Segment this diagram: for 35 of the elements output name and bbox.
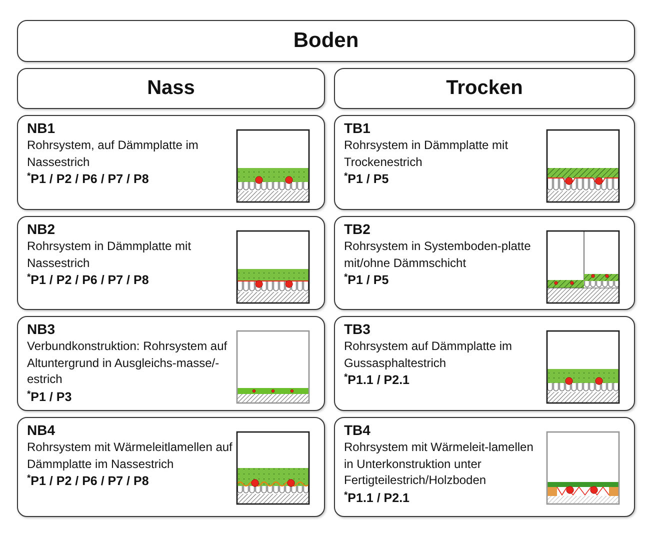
card-title: NB3 [27, 320, 56, 338]
system-card [334, 417, 635, 517]
system-card [334, 316, 635, 411]
card-title: NB1 [27, 119, 56, 137]
code-list: $^{*}$P1.1 / P2.1 [344, 372, 546, 389]
title-box: Boden [17, 20, 635, 62]
column-header-box: Nass [17, 68, 325, 109]
code-list: $^{*}$P1 / P2 / P6 / P7 / P8 [27, 473, 233, 490]
code-list: $^{*}$P1 / P3 [27, 388, 233, 406]
card-description: Rohrsystem in Dämmplatte mit Nassestrich [27, 238, 192, 271]
card-title: NB2 [27, 220, 56, 238]
code-list: $^{*}$P1 / P5 [344, 171, 546, 188]
code-list: $^{*}$P1.1 / P2.1 [344, 490, 546, 506]
card-description: Rohrsystem, auf Dämmplatte im Nassestrich [27, 137, 200, 170]
system-card [334, 216, 635, 310]
system-card [17, 115, 325, 210]
column-header-box: Trocken [334, 68, 635, 109]
card-title: TB2 [344, 220, 372, 238]
system-card [17, 316, 325, 411]
code-list: $^{*}$P1 / P2 / P6 / P7 / P8 [27, 272, 233, 289]
system-card [17, 417, 325, 517]
code-list: $^{*}$P1 / P5 [344, 272, 546, 289]
card-title: TB3 [344, 320, 372, 338]
card-title: TB4 [344, 421, 372, 439]
card-description: Verbundkonstruktion: Rohrsystem auf Altuntergrund in Ausgleichs-masse/-estrich [27, 338, 228, 388]
card-description: Rohrsystem auf Dämmplatte im Gussasphaltestrich [344, 338, 514, 371]
card-title: NB4 [27, 421, 56, 439]
code-list: $^{*}$P1 / P2 / P6 / P7 / P8 [27, 171, 233, 188]
card-description: Rohrsystem mit Wärmeleit-lamellen in Unterkonstruktion unter Fertigteilestrich/Holzboden [344, 439, 534, 488]
card-title: TB1 [344, 119, 372, 137]
system-card [17, 216, 325, 310]
card-description: Rohrsystem in Systemboden-platte mit/ohne Dämmschicht [344, 238, 532, 271]
card-description: Rohrsystem mit Wärmeleitlamellen auf Dämmplatte im Nassestrich [27, 439, 233, 472]
system-card [334, 115, 635, 210]
card-description: Rohrsystem in Dämmplatte mit Trockenestrich [344, 137, 510, 170]
